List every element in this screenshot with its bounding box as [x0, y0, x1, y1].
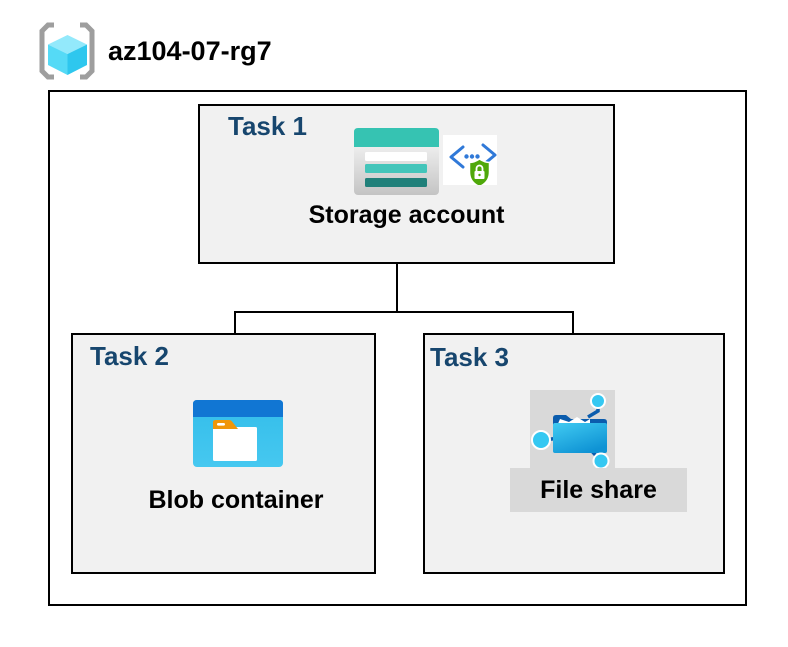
file-share-icon-highlight [530, 390, 615, 468]
task1-label: Task 1 [228, 111, 308, 141]
task3-label: Task 3 [430, 342, 510, 372]
resource-group-icon [39, 22, 95, 80]
storage-account-icon [354, 128, 439, 195]
blob-container-label: Blob container [148, 486, 324, 514]
file-share-label-band: File share [510, 468, 687, 512]
task2-label: Task 2 [90, 341, 170, 371]
connector-line [396, 263, 398, 313]
connector-line [234, 311, 574, 313]
file-share-label: File share [540, 475, 657, 504]
resource-group-title: az104-07-rg7 [108, 36, 272, 66]
shared-access-signature-icon [443, 135, 497, 185]
storage-account-label: Storage account [308, 201, 505, 229]
blob-container-icon [193, 400, 283, 467]
file-share-icon [531, 393, 610, 468]
